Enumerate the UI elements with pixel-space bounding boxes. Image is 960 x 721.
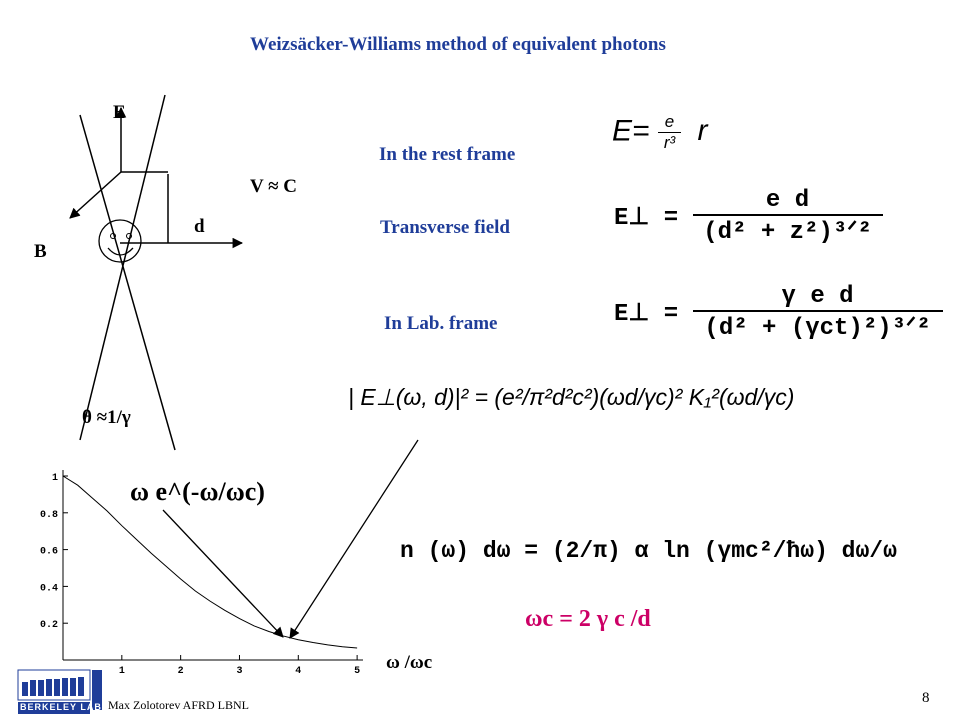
chart-y-tick-label: 1 <box>52 473 58 484</box>
eq2-lhs: E⊥ = <box>614 204 679 232</box>
chart-y-tick-label: 0.4 <box>40 583 58 594</box>
label-e: E <box>113 102 126 123</box>
label-b: B <box>34 241 47 262</box>
equation-lab-frame: E⊥ = γ e d (d² + (γct)²)³ᐟ² <box>614 283 943 342</box>
label-lab-frame: In Lab. frame <box>384 313 498 334</box>
label-theta: θ ≈1/γ <box>82 407 131 428</box>
chart-y-tick-label: 0.6 <box>40 547 58 558</box>
label-transverse: Transverse field <box>380 217 510 238</box>
footer-author: Max Zolotorev AFRD LBNL <box>108 698 249 712</box>
eq1-numerator: e <box>657 112 682 133</box>
equation-transverse: E⊥ = e d (d² + z²)³ᐟ² <box>614 187 883 246</box>
berkeley-lab-logo: BERKELEY LAB <box>16 668 104 716</box>
charge-mouth <box>107 247 134 256</box>
page-number: 8 <box>922 690 930 706</box>
label-rest-frame: In the rest frame <box>379 144 516 165</box>
chart-series-line <box>62 475 358 649</box>
chart-x-tick-label: 5 <box>354 666 360 677</box>
chart-x-label: ω /ωc <box>386 652 433 673</box>
charge-eye-right <box>126 233 132 239</box>
eq2-numerator: e d <box>692 187 883 216</box>
charge-icon <box>98 219 142 263</box>
eq1-lhs: E= <box>612 114 650 148</box>
eq3-lhs: E⊥ = <box>614 300 679 328</box>
slide-title: Weizsäcker-Williams method of equivalent… <box>250 34 666 55</box>
chart-annotation: ω e^(-ω/ωc) <box>130 477 265 506</box>
eq3-numerator: γ e d <box>692 283 943 312</box>
eq1-denominator: r³ <box>663 133 676 152</box>
cone-line-left <box>79 94 166 441</box>
b-field-arrow <box>69 171 122 219</box>
equation-spectrum: | E⊥(ω, d)|² = (e²/π²d²c²)(ωd/γc)² K₁²(ω… <box>348 384 795 410</box>
chart-x-tick-label: 4 <box>295 666 301 677</box>
equation-photon-number: n (ω) dω = (2/π) α ln (γmc²/ħω) dω/ω <box>400 538 897 564</box>
label-d: d <box>194 216 205 237</box>
omega-c-definition: ωc = 2 γ c /d <box>525 606 651 632</box>
chart-y-tick-label: 0.8 <box>40 510 58 521</box>
label-velocity: V ≈ C <box>250 176 298 197</box>
charge-eye-left <box>110 233 116 239</box>
chart-x-tick-label: 2 <box>178 666 184 677</box>
eq1-vector: r <box>697 114 708 148</box>
chart-x-tick-label: 3 <box>236 666 242 677</box>
logo-text: BERKELEY LAB <box>20 702 102 712</box>
cone-line-right <box>79 114 176 451</box>
eq3-denominator: (d² + (γct)²)³ᐟ² <box>704 315 931 342</box>
eq2-denominator: (d² + z²)³ᐟ² <box>703 219 872 246</box>
chart-x-tick-label: 1 <box>119 666 125 677</box>
equation-rest-frame: E= e r³ r <box>612 112 708 172</box>
chart-y-tick-label: 0.2 <box>40 620 58 631</box>
